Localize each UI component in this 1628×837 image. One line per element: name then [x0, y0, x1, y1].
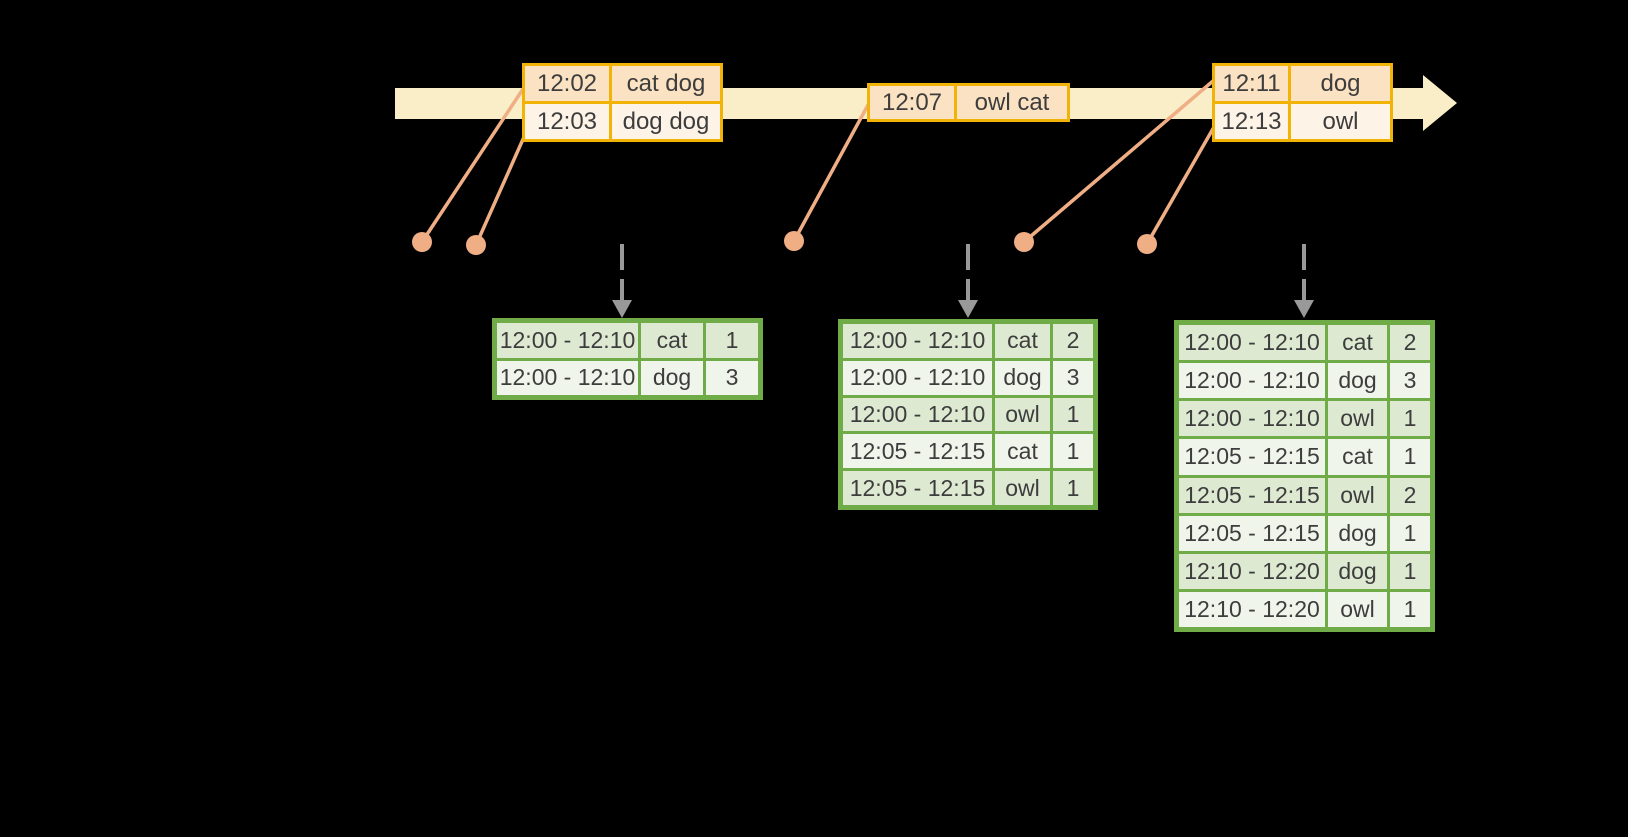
trigger-arrowhead-icon [958, 300, 978, 318]
word-cell: dog [1328, 363, 1387, 399]
word-cell: owl [1328, 401, 1387, 437]
words-cell: owl cat [957, 86, 1067, 119]
trigger-arrows [612, 244, 1314, 318]
time-cell: 12:07 [870, 86, 954, 119]
event-link-lines [420, 79, 1216, 247]
word-cell: owl [1328, 477, 1387, 513]
window-cell: 12:05 - 12:15 [1179, 477, 1325, 513]
event-marker-dot-icon [784, 231, 804, 251]
time-cell: 12:03 [525, 104, 609, 139]
words-cell: dog [1291, 66, 1390, 101]
word-cell: owl [995, 397, 1050, 432]
trigger-arrowhead-icon [1294, 300, 1314, 318]
words-cell: cat dog [612, 66, 720, 101]
event-marker-dot-icon [1137, 234, 1157, 254]
window-cell: 12:00 - 12:10 [1179, 325, 1325, 361]
count-cell: 2 [1053, 324, 1093, 358]
window-cell: 12:10 - 12:20 [1179, 553, 1325, 589]
words-cell: dog dog [612, 104, 720, 139]
word-cell: cat [995, 434, 1050, 469]
count-cell: 3 [1390, 363, 1430, 399]
word-cell: dog [641, 360, 703, 395]
event-link-line [792, 103, 870, 243]
window-cell: 12:10 - 12:20 [1179, 591, 1325, 627]
event-link-line [1022, 79, 1215, 244]
count-cell: 2 [1390, 477, 1430, 513]
word-cell: cat [1328, 439, 1387, 475]
time-cell: 12:11 [1215, 66, 1288, 101]
window-cell: 12:05 - 12:15 [1179, 515, 1325, 551]
word-cell: owl [995, 471, 1050, 505]
count-cell: 1 [1390, 401, 1430, 437]
word-cell: dog [1328, 553, 1387, 589]
window-cell: 12:05 - 12:15 [1179, 439, 1325, 475]
count-cell: 1 [1053, 434, 1093, 469]
count-cell: 3 [706, 360, 758, 395]
event-marker-dot-icon [1014, 232, 1034, 252]
window-cell: 12:05 - 12:15 [843, 434, 992, 469]
word-cell: dog [995, 360, 1050, 395]
word-cell: cat [995, 324, 1050, 358]
window-cell: 12:00 - 12:10 [843, 360, 992, 395]
count-cell: 2 [1390, 325, 1430, 361]
word-cell: cat [641, 323, 703, 358]
event-marker-dots [412, 231, 1157, 255]
window-cell: 12:00 - 12:10 [1179, 363, 1325, 399]
event-marker-dot-icon [466, 235, 486, 255]
window-cell: 12:00 - 12:10 [843, 324, 992, 358]
window-cell: 12:05 - 12:15 [843, 471, 992, 505]
word-cell: cat [1328, 325, 1387, 361]
count-cell: 1 [1053, 397, 1093, 432]
window-cell: 12:00 - 12:10 [497, 360, 638, 395]
count-cell: 1 [706, 323, 758, 358]
event-link-line [1145, 125, 1216, 246]
event-link-line [474, 135, 526, 247]
time-cell: 12:13 [1215, 104, 1288, 139]
count-cell: 1 [1390, 591, 1430, 627]
window-cell: 12:00 - 12:10 [497, 323, 638, 358]
trigger-arrowhead-icon [612, 300, 632, 318]
event-link-line [420, 87, 525, 244]
count-cell: 1 [1390, 553, 1430, 589]
window-cell: 12:00 - 12:10 [1179, 401, 1325, 437]
words-cell: owl [1291, 104, 1390, 139]
time-cell: 12:02 [525, 66, 609, 101]
word-cell: dog [1328, 515, 1387, 551]
window-cell: 12:00 - 12:10 [843, 397, 992, 432]
timeline-arrowhead-icon [1423, 75, 1457, 131]
event-marker-dot-icon [412, 232, 432, 252]
count-cell: 1 [1053, 471, 1093, 505]
word-cell: owl [1328, 591, 1387, 627]
count-cell: 3 [1053, 360, 1093, 395]
count-cell: 1 [1390, 439, 1430, 475]
count-cell: 1 [1390, 515, 1430, 551]
